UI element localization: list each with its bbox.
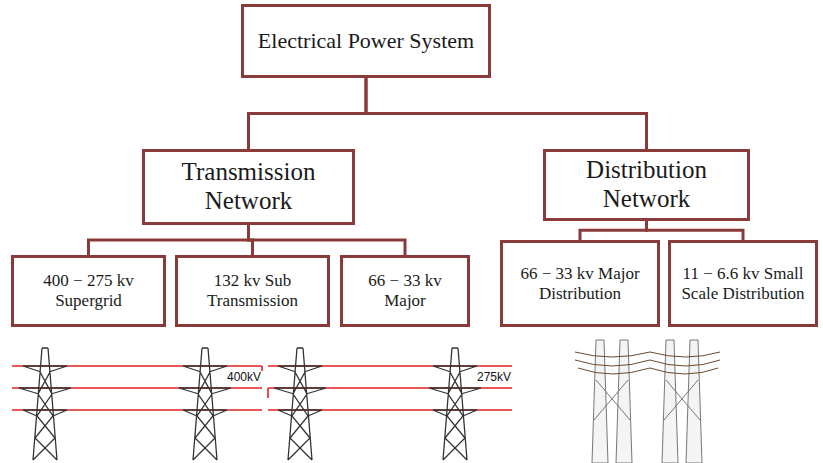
tree-connector <box>580 221 647 241</box>
voltage-label: 400kV <box>225 371 263 384</box>
hierarchy-box: 132 kv Sub Transmission <box>175 255 330 327</box>
tree-connector <box>366 78 647 149</box>
box-label: 400 − 275 kv Supergrid <box>20 271 157 310</box>
pylon-tower <box>429 348 481 460</box>
hierarchy-box: 11 − 6.6 kv Small Scale Distribution <box>668 240 818 327</box>
tree-connector <box>249 78 367 149</box>
hierarchy-box: Distribution Network <box>543 149 750 221</box>
hierarchy-box: Electrical Power System <box>241 4 491 78</box>
box-label: 66 − 33 kv Major <box>349 271 461 310</box>
hierarchy-box: 400 − 275 kv Supergrid <box>11 255 166 327</box>
pylon-tower <box>274 348 326 460</box>
box-label: Transmission Network <box>151 158 346 216</box>
box-label: Distribution Network <box>552 156 741 214</box>
voltage-label: 275kV <box>475 371 513 384</box>
tree-connector <box>647 221 744 241</box>
box-label: Electrical Power System <box>258 28 474 53</box>
box-label: 132 kv Sub Transmission <box>184 271 321 310</box>
hierarchy-box: Transmission Network <box>142 149 355 225</box>
box-label: 11 − 6.6 kv Small Scale Distribution <box>677 264 809 303</box>
tree-connector <box>249 225 406 255</box>
hierarchy-box: 66 − 33 kv Major Distribution <box>500 240 660 327</box>
pylon-tower <box>179 348 231 460</box>
box-label: 66 − 33 kv Major Distribution <box>509 264 651 303</box>
tree-connector <box>89 225 249 255</box>
hierarchy-box: 66 − 33 kv Major <box>340 255 470 327</box>
pylon-tower <box>19 348 71 460</box>
